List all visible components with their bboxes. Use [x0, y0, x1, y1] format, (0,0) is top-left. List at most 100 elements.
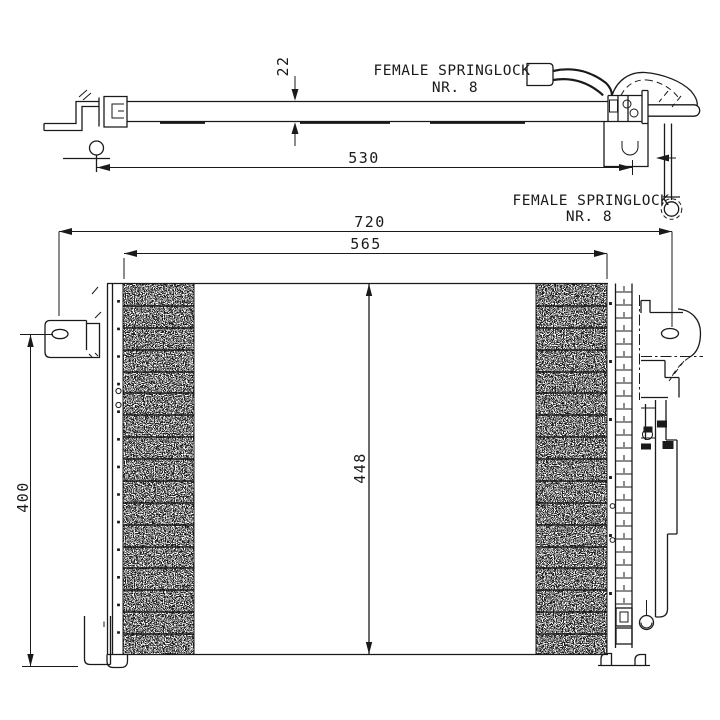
hose-solid-1	[552, 68, 614, 96]
dim-thickness: 22	[274, 55, 299, 146]
clip-spring	[111, 103, 124, 119]
bracket-outer-profile	[44, 100, 99, 125]
dim-530: 530	[63, 140, 633, 175]
mount-slot	[51, 328, 69, 340]
fitting-circle-1	[622, 99, 632, 109]
arrow-down	[27, 654, 34, 667]
bracket-dashes	[88, 352, 99, 358]
bracket-mid-hidden	[668, 360, 685, 382]
dim-530-label: 530	[348, 149, 380, 167]
top-view: 22	[43, 55, 701, 225]
lower-box	[603, 121, 649, 168]
bracket-mid-steps	[641, 359, 680, 399]
coupling-outer-ring	[660, 198, 683, 220]
lower-box-cup	[621, 141, 639, 156]
slot-3	[662, 441, 674, 449]
down-pipe	[663, 123, 673, 200]
tube-port-1	[115, 387, 122, 395]
arrow-left	[97, 164, 110, 171]
drier-cap-inner	[619, 611, 629, 623]
drier-cap-2	[615, 627, 633, 645]
bracket-outline	[44, 319, 100, 359]
arrow-left	[124, 250, 137, 257]
connector-block	[607, 94, 642, 123]
break-marks	[78, 89, 92, 101]
hose-hidden-1	[620, 79, 648, 96]
arrow-right	[594, 250, 607, 257]
springlock-bottom-line2: NR. 8	[566, 209, 612, 225]
right-connector-assembly	[526, 62, 701, 220]
weld-marks	[91, 286, 102, 319]
arrow-up	[291, 122, 299, 134]
dim-720-label: 720	[354, 213, 386, 231]
outlet-fitting-arc	[640, 600, 653, 629]
springlock-label-top: FEMALE SPRINGLOCK NR. 8	[374, 63, 531, 96]
slot-4	[641, 443, 651, 450]
datum-hole	[88, 140, 105, 156]
left-end-bracket	[43, 89, 128, 132]
slot-2	[643, 426, 653, 433]
arrow-up	[365, 284, 373, 296]
springlock-plate	[641, 89, 649, 125]
dim-448-label: 448	[351, 452, 369, 484]
springlock-top-line1: FEMALE SPRINGLOCK	[374, 63, 531, 79]
bracket-centerline	[639, 295, 703, 400]
springlock-label-bottom: FEMALE SPRINGLOCK NR. 8	[513, 193, 670, 225]
under-core-bracket	[106, 654, 129, 669]
hose-hidden-2	[646, 79, 679, 98]
hose-fitting	[526, 62, 554, 87]
springlock-bottom-line1: FEMALE SPRINGLOCK	[513, 193, 670, 209]
fin-area-right	[536, 284, 607, 654]
dim-565-label: 565	[350, 235, 382, 253]
arrow-right	[659, 228, 672, 235]
bracket-rung-ticks	[641, 407, 656, 439]
fitting-circle-2	[629, 108, 639, 118]
front-view: 720 565	[14, 213, 703, 669]
bracket-lower-rails	[644, 400, 678, 618]
tube-bands-right	[536, 305, 607, 635]
stub-pipe	[648, 104, 701, 117]
arrow-down	[291, 89, 299, 101]
bracket-curve	[677, 308, 702, 358]
bracket-step-top	[640, 299, 651, 313]
fin-area-left	[123, 284, 194, 654]
condenser-profile-bar	[127, 100, 608, 124]
ext-right	[123, 253, 608, 279]
bracket-hole	[660, 327, 680, 340]
arrow-up	[27, 334, 34, 347]
dim-565: 565	[123, 235, 608, 279]
clip-body	[103, 95, 128, 128]
block-inner-port	[609, 99, 618, 113]
foot-outline	[83, 616, 112, 666]
springlock-top-line2: NR. 8	[432, 80, 478, 96]
dim-400: 400	[14, 334, 78, 667]
bracket-curve-hidden	[669, 356, 691, 381]
dim-400-label: 400	[14, 481, 32, 513]
right-mount-bracket	[639, 295, 703, 618]
drier-port-2	[609, 537, 616, 543]
receiver-drier	[598, 283, 655, 667]
drier-port-1	[609, 503, 616, 509]
slot-1	[657, 420, 667, 428]
base-tab-left	[600, 652, 613, 665]
pipe-arrow	[656, 154, 669, 162]
arrow-left	[59, 228, 72, 235]
tube-bands-left	[123, 305, 194, 635]
hose-curl	[611, 71, 698, 107]
coupling-circle	[663, 201, 680, 217]
left-side-plate	[106, 283, 114, 655]
tube-port-2	[115, 401, 122, 409]
drier-cap-1	[615, 607, 633, 627]
bracket-edge	[85, 320, 101, 358]
outlet-fitting	[638, 614, 655, 631]
dim-720: 720	[58, 213, 673, 327]
bottom-left-foot	[83, 616, 129, 669]
drier-rungs	[616, 291, 632, 605]
left-mount-bracket	[44, 319, 101, 359]
condenser-core	[91, 282, 612, 656]
hose-hidden-3	[658, 90, 682, 108]
bracket-inner-profile	[44, 105, 99, 132]
dim-448: 448	[351, 284, 373, 654]
arrow-down	[365, 642, 373, 654]
